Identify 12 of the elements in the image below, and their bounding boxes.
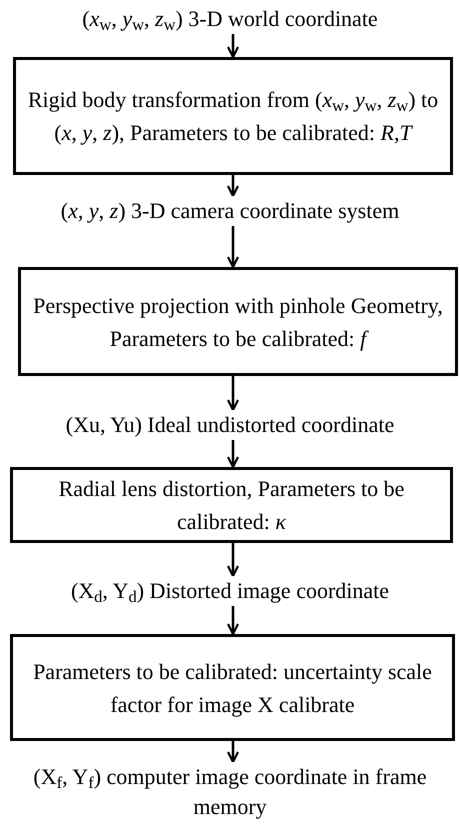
arrow bbox=[226, 741, 240, 764]
process-box: Parameters to be calibrated: uncertainty scale factor for image X calibrate bbox=[10, 634, 455, 741]
arrow bbox=[226, 175, 240, 198]
arrow bbox=[226, 226, 240, 268]
arrow bbox=[226, 376, 240, 412]
arrow bbox=[226, 34, 240, 58]
arrow bbox=[226, 440, 240, 468]
process-box: Radial lens distortion, Parameters to be calibrated: κ bbox=[10, 467, 453, 543]
arrow bbox=[226, 606, 240, 636]
process-box: Perspective projection with pinhole Geometry, Parameters to be calibrated: f bbox=[18, 267, 458, 376]
process-box: Rigid body transformation from (x$_{w}$, y$_{w}$, z$_{w}$) to (x, y, z), Parameters to be calibrated: R,T bbox=[13, 57, 453, 175]
arrow bbox=[226, 543, 240, 578]
